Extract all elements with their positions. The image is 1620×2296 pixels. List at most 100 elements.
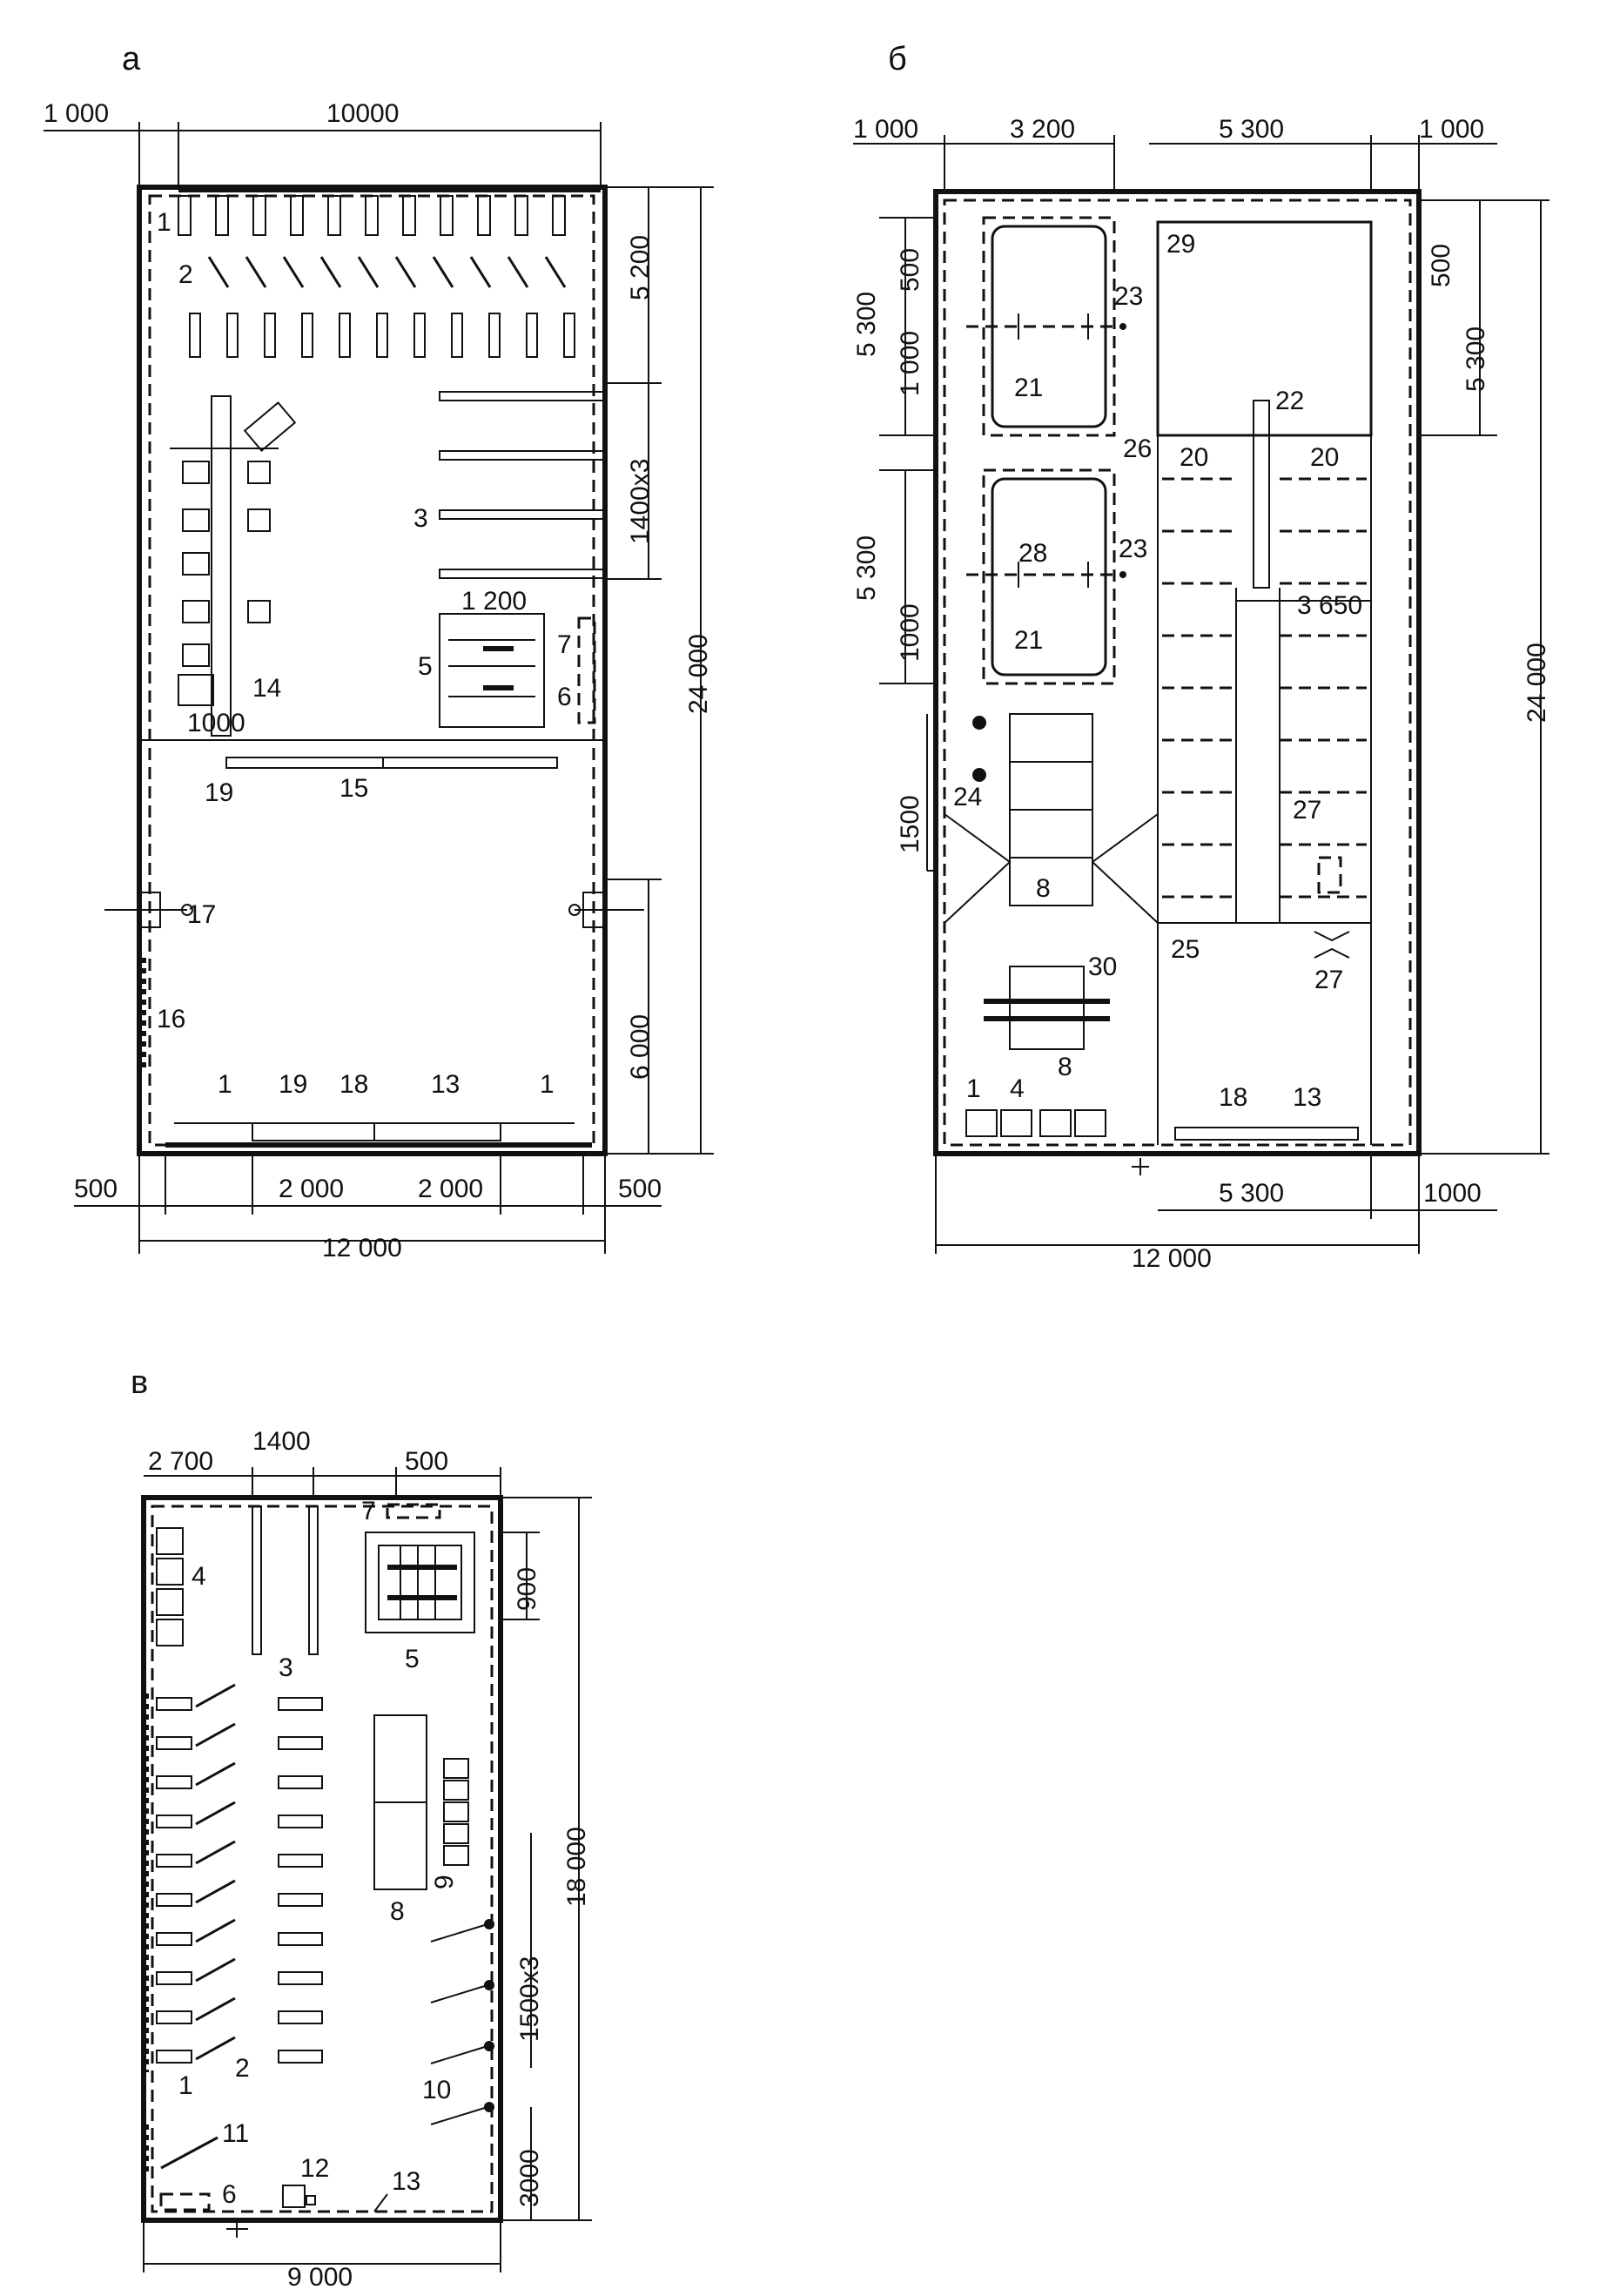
plan-a-label-7: 7 xyxy=(557,630,572,659)
plan-v-label-6: 6 xyxy=(222,2180,237,2209)
plan-a-dim-1400x3: 1400х3 xyxy=(626,459,655,544)
plan-a-label-17: 17 xyxy=(187,900,216,929)
plan-v-dim-3000: 3000 xyxy=(515,2149,544,2207)
plan-a-label-14: 14 xyxy=(252,674,281,703)
plan-v-label-1: 1 xyxy=(178,2071,193,2100)
plan-v-label-9: 9 xyxy=(430,1875,459,1889)
plan-v-label-4: 4 xyxy=(192,1562,206,1591)
plan-b-outline xyxy=(933,189,1422,1156)
plan-v-dim-18000: 18 000 xyxy=(562,1827,591,1907)
plan-b-label-22: 22 xyxy=(1275,387,1304,415)
plan-a-label-16: 16 xyxy=(157,1005,185,1034)
plan-b-dim-5300-top: 5 300 xyxy=(1219,115,1284,144)
plan-b-dim-5300-left-upper: 5 300 xyxy=(852,292,881,357)
plan-b-label-30: 30 xyxy=(1088,953,1117,981)
plan-b-dryer xyxy=(984,966,1110,1050)
plan-v-label-13: 13 xyxy=(392,2167,420,2196)
plan-v-dim-900: 900 xyxy=(513,1567,541,1611)
plan-b-label-21-lower: 21 xyxy=(1014,626,1043,655)
plan-v-dim-1400: 1400 xyxy=(252,1427,311,1456)
plan-a-label-15: 15 xyxy=(339,774,368,803)
plan-b-dim-1500: 1500 xyxy=(896,795,924,853)
plan-a-dim-2000-right: 2 000 xyxy=(418,1175,483,1203)
plan-b: б 1 000 3 200 5 300 1 000 5 300 500 1 00… xyxy=(852,41,1551,1273)
plan-b-dim-1000-left-lower: 1000 xyxy=(896,603,924,662)
plan-b-label-27-upper: 27 xyxy=(1293,796,1321,825)
plan-b-label-26: 26 xyxy=(1123,434,1152,463)
plan-b-label-24: 24 xyxy=(953,783,982,811)
plan-b-dim-12000: 12 000 xyxy=(1132,1244,1212,1273)
plan-b-label-20-right: 20 xyxy=(1310,443,1339,472)
plan-b-label-28: 28 xyxy=(1018,539,1047,568)
plan-b-booths xyxy=(966,216,1126,685)
plan-v-fixture-column xyxy=(144,1683,323,2072)
plan-a-dim-24000: 24 000 xyxy=(684,634,713,714)
plan-v-label-12: 12 xyxy=(300,2154,329,2183)
plan-b-dim-5300-bottom: 5 300 xyxy=(1219,1179,1284,1208)
plan-a-title: а xyxy=(122,41,141,77)
plan-a-label-18: 18 xyxy=(339,1070,368,1099)
plan-v-label-5: 5 xyxy=(405,1645,420,1673)
plan-a-dim-1200: 1 200 xyxy=(461,587,527,616)
plan-b-label-13: 13 xyxy=(1293,1083,1321,1112)
plan-b-conveyor xyxy=(1157,400,1372,1145)
plan-v-dim-2700: 2 700 xyxy=(148,1447,213,1476)
plan-a-label-19-upper: 19 xyxy=(205,778,233,807)
plan-b-dim-1000-right: 1 000 xyxy=(1419,115,1484,144)
plan-v-label-7: 7 xyxy=(361,1497,376,1525)
plan-b-room-29 xyxy=(1156,220,1373,437)
plan-b-label-20-left: 20 xyxy=(1180,443,1208,472)
plan-b-dim-1000-left-v: 1 000 xyxy=(896,331,924,396)
plan-b-label-27-lower: 27 xyxy=(1314,966,1343,994)
plan-a-label-2: 2 xyxy=(178,260,193,289)
plan-a-dim-12000: 12 000 xyxy=(322,1234,402,1262)
plan-b-dim-24000: 24 000 xyxy=(1523,643,1551,723)
plan-a-label-1-top: 1 xyxy=(157,208,171,237)
plan-a-outline xyxy=(137,185,608,1156)
plan-a-dim-width-top: 10000 xyxy=(326,99,399,128)
plan-b-chamber-8 xyxy=(944,713,1159,924)
plan-b-dim-5300-left-lower: 5 300 xyxy=(852,535,881,601)
plan-b-dim-5300-right: 5 300 xyxy=(1462,327,1490,392)
plan-a-fixture-row xyxy=(178,187,601,358)
plan-b-label-29: 29 xyxy=(1166,230,1195,259)
plan-a-dim-500-left: 500 xyxy=(74,1175,118,1203)
plan-v: в 2 700 1400 500 900 18 000 1500х3 3000 … xyxy=(131,1364,592,2292)
plan-a-dim-1000: 1000 xyxy=(187,709,245,737)
plan-b-dim-1000-bottom: 1000 xyxy=(1423,1179,1482,1208)
plan-b-label-4: 4 xyxy=(1010,1074,1025,1103)
plan-b-bottom-items xyxy=(965,1109,1359,1141)
plan-a-dim-left-offset: 1 000 xyxy=(44,99,109,128)
plan-a-dim-6000: 6 000 xyxy=(626,1014,655,1080)
plan-b-dim-3200: 3 200 xyxy=(1010,115,1075,144)
plan-v-label-11: 11 xyxy=(222,2119,249,2148)
plan-b-label-18: 18 xyxy=(1219,1083,1247,1112)
plan-v-label-8: 8 xyxy=(390,1897,405,1926)
plan-v-dim-9000: 9 000 xyxy=(287,2263,353,2292)
plan-b-label-1: 1 xyxy=(966,1074,981,1103)
plan-a-label-13: 13 xyxy=(431,1070,460,1099)
plan-a-label-19-lower: 19 xyxy=(279,1070,307,1099)
plan-b-label-23-lower: 23 xyxy=(1119,535,1147,563)
plan-b-dim-1000-left: 1 000 xyxy=(853,115,918,144)
plan-b-label-21-upper: 21 xyxy=(1014,374,1043,402)
plan-a-label-1-bottom-left: 1 xyxy=(218,1070,232,1099)
plan-a-label-1-bottom-right: 1 xyxy=(540,1070,555,1099)
plan-a-machine-5 xyxy=(439,613,596,728)
plan-b-dim-3650: 3 650 xyxy=(1297,591,1362,620)
plan-v-posts-10 xyxy=(430,1919,494,2125)
plan-b-label-25: 25 xyxy=(1171,935,1200,964)
plan-v-label-3: 3 xyxy=(279,1653,293,1682)
plan-a-dim-500-right: 500 xyxy=(618,1175,662,1203)
plan-a: а 1 000 10000 xyxy=(44,41,714,1262)
plan-v-label-2: 2 xyxy=(235,2054,250,2083)
plan-a-label-5: 5 xyxy=(418,652,433,681)
plan-b-dim-500-left: 500 xyxy=(896,248,924,292)
plan-b-title: б xyxy=(888,41,907,77)
plan-a-dim-5200: 5 200 xyxy=(626,235,655,300)
plan-b-label-8-upper: 8 xyxy=(1036,874,1051,903)
plan-v-dim-500: 500 xyxy=(405,1447,448,1476)
plan-v-label-10: 10 xyxy=(422,2076,451,2104)
plan-v-dim-1500x3: 1500х3 xyxy=(515,1956,544,2042)
